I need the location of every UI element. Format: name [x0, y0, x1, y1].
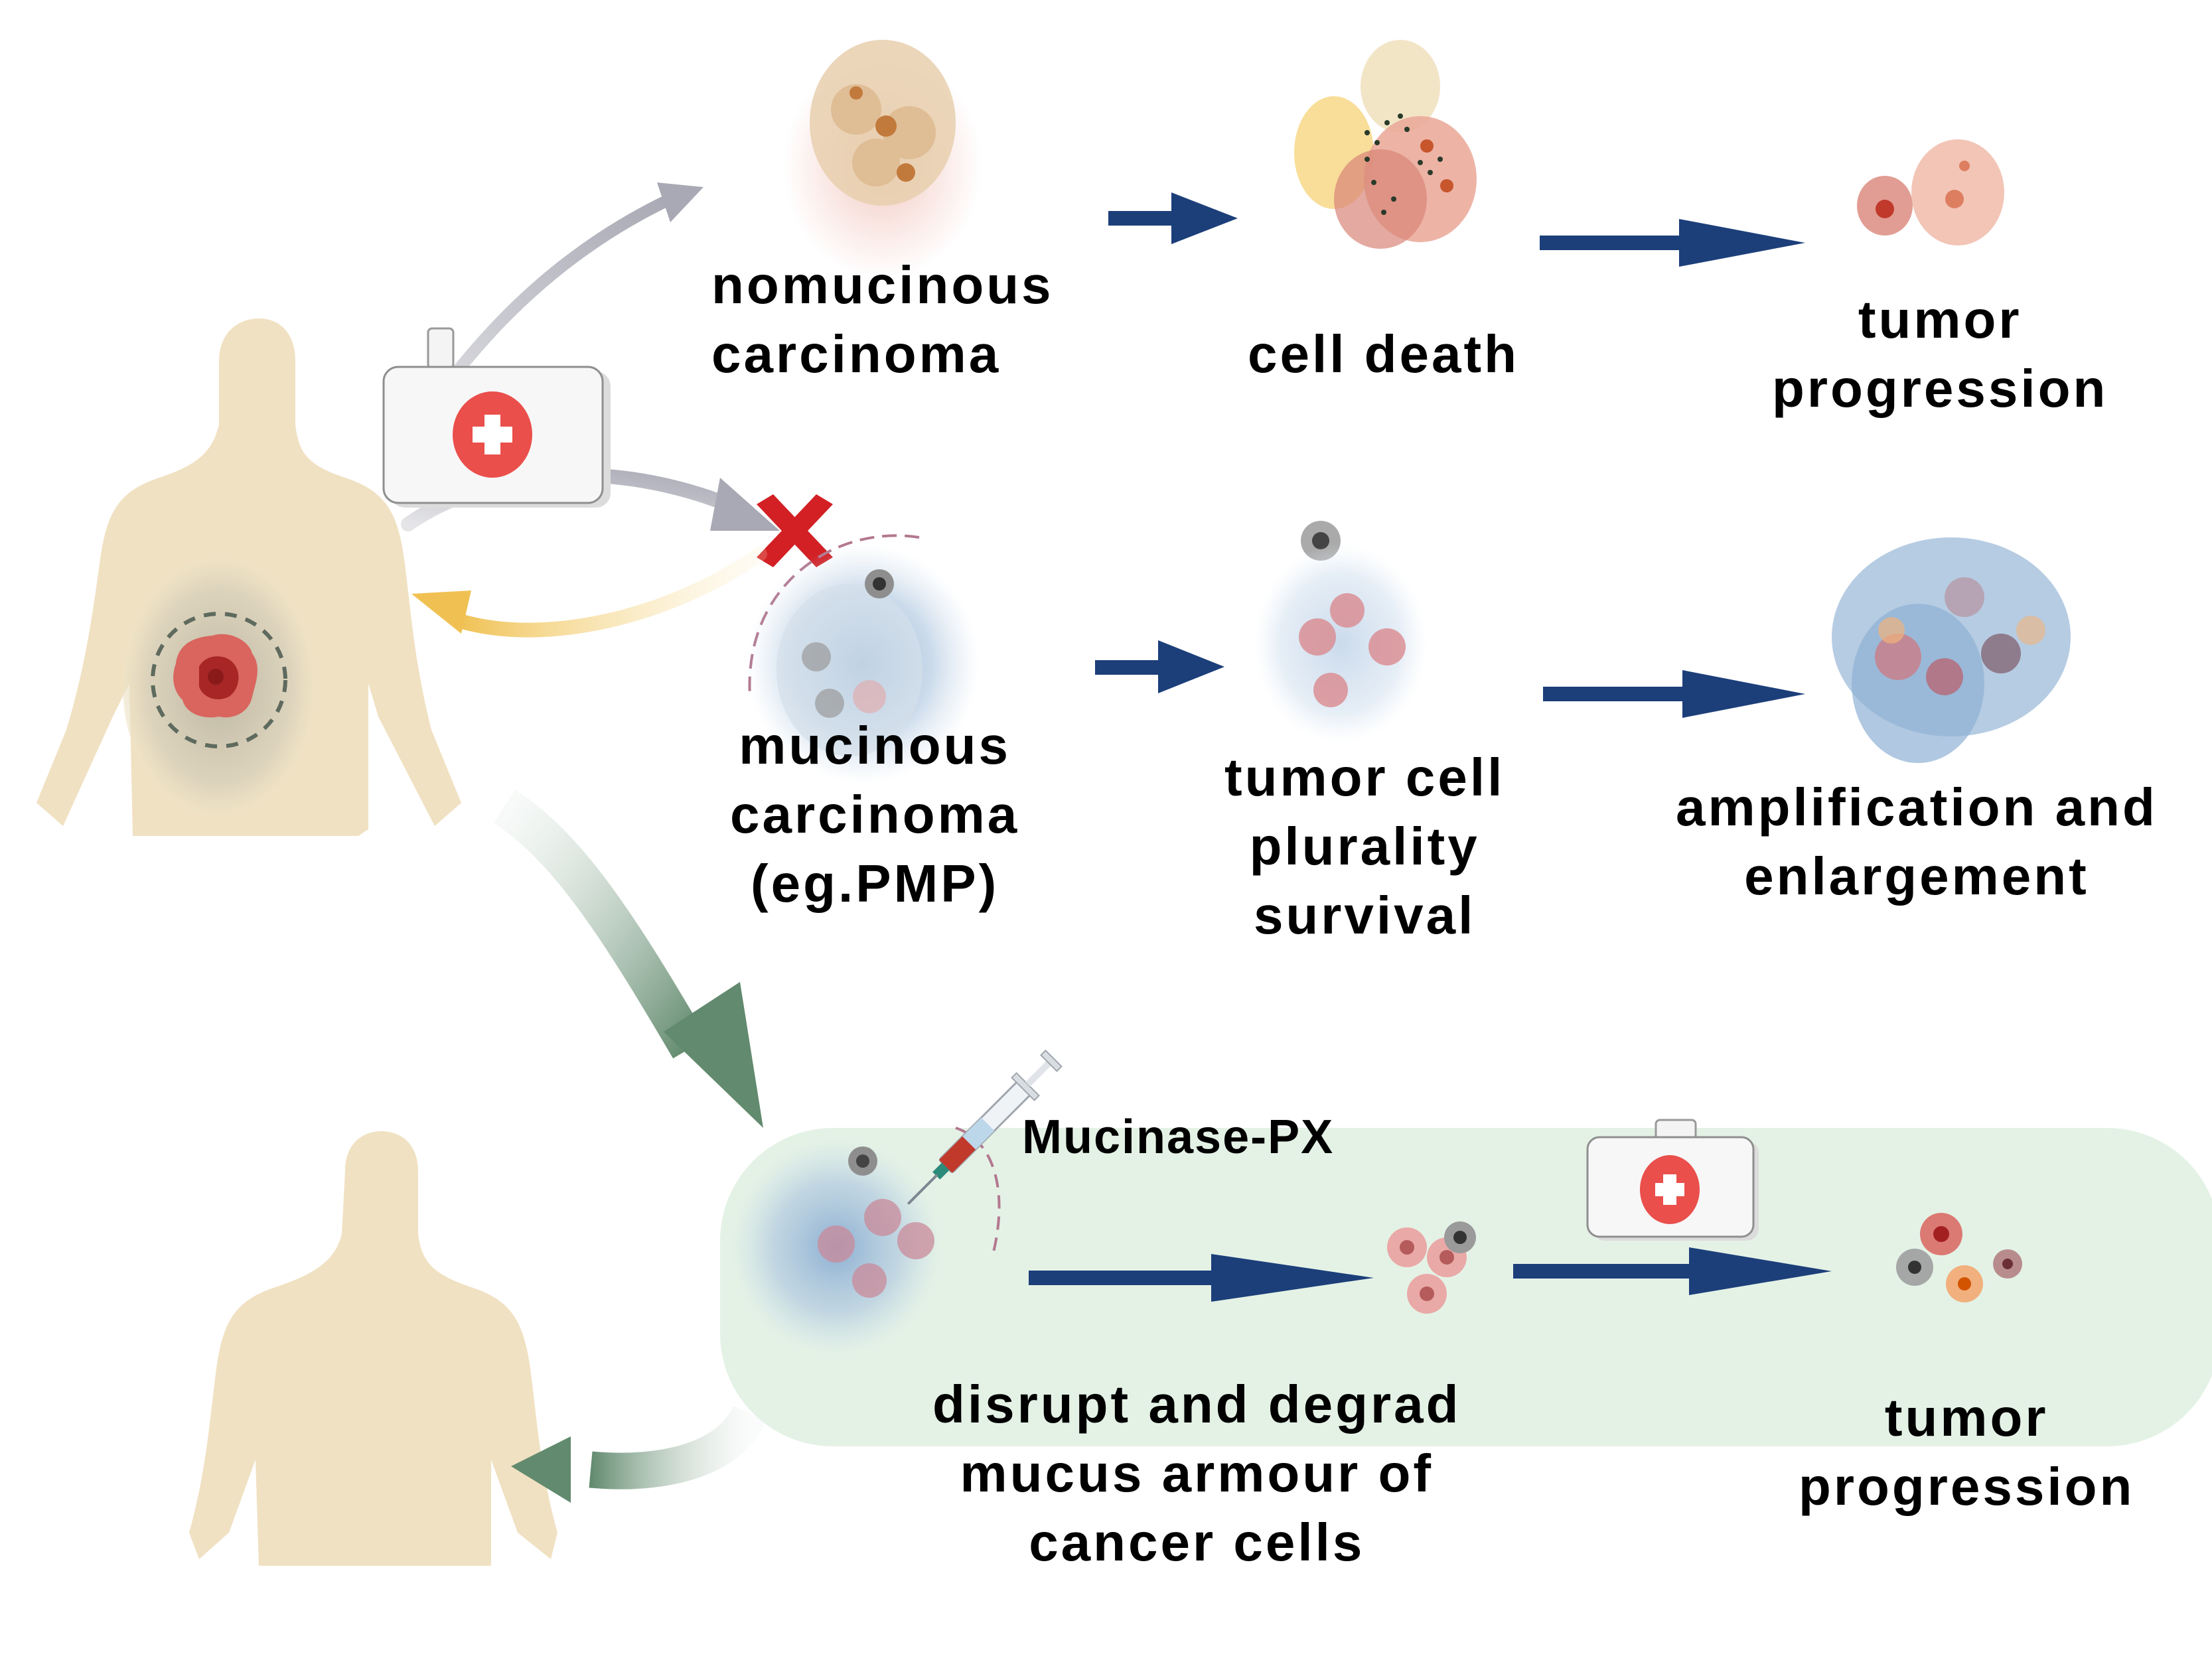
arrow-head-yellow	[411, 590, 471, 634]
arrow-head-nonmucinous	[657, 182, 703, 222]
arrow-return-yellow	[451, 547, 767, 638]
arrow-row2-a	[1095, 640, 1224, 693]
arrow-head-mucinous	[710, 478, 780, 531]
arrow-head-green-down	[664, 982, 763, 1128]
cell-death-cells-icon	[1294, 40, 1477, 249]
label-tumor-cell-survival: tumor cell plurality survival	[1224, 748, 1505, 945]
arrow-head-green-left	[511, 1436, 571, 1503]
tumor-icon	[173, 634, 258, 718]
nonmucinous-carcinoma-cells-icon	[783, 40, 982, 279]
degraded-cells-icon	[1387, 1221, 1476, 1314]
arrow-row3-a	[1029, 1254, 1374, 1302]
tumor-progression-mixed-cells-icon	[1896, 1213, 2022, 1302]
label-nonmucinous-carcinoma: nomucinous carcinoma	[711, 255, 1054, 383]
label-tumor-progression-row1: tumor progression	[1772, 290, 2108, 418]
mucinous-carcinoma-cells-icon	[747, 544, 979, 783]
tumor-region-ring	[151, 612, 287, 748]
blocked-red-x-icon	[757, 494, 833, 567]
label-disrupt-degrade: disrupt and degrad mucus armour of cance…	[932, 1375, 1461, 1572]
label-cell-death: cell death	[1248, 324, 1520, 383]
first-aid-kit-top-icon	[382, 327, 611, 508]
arrow-row3-b	[1513, 1247, 1832, 1295]
tumor-cell-survival-cells-icon	[1254, 521, 1427, 743]
syringe-icon	[907, 1049, 1063, 1205]
mucinous-target-cells-icon	[730, 1127, 1001, 1357]
arrow-row1-a	[1108, 192, 1238, 244]
arrow-row1-b	[1540, 219, 1805, 267]
amplification-cells-icon	[1832, 537, 2071, 763]
arrow-row2-b	[1543, 670, 1805, 718]
arrow-return-green	[589, 1405, 767, 1489]
label-mucinase-px: Mucinase-PX	[1022, 1111, 1335, 1164]
label-tumor-progression-row3: tumor progression	[1799, 1388, 2135, 1516]
arrow-to-therapy-green	[493, 789, 707, 1059]
label-mucinous-carcinoma: mucinous carcinoma (eg.PMP)	[730, 716, 1020, 913]
label-amplification-enlargement: amplification and enlargement	[1676, 778, 2158, 906]
therapy-panel	[720, 1128, 2212, 1446]
first-aid-kit-bottom-icon	[1586, 1119, 1759, 1241]
tumor-progression-cells-icon	[1857, 139, 2004, 245]
patient-bottom-icon	[189, 1131, 557, 1566]
